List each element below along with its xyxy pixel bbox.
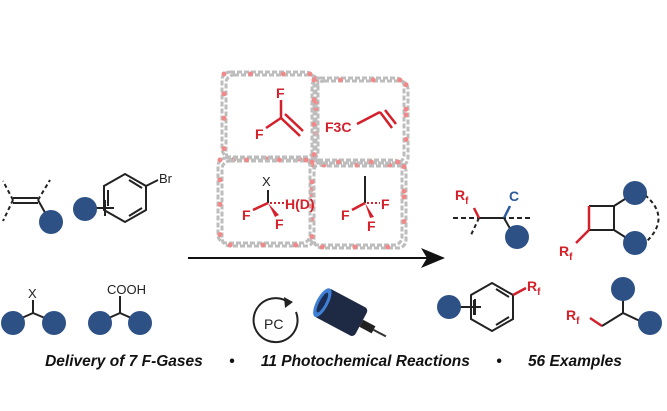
mof-node <box>217 177 223 183</box>
gas1-f1: F <box>276 85 285 101</box>
mof-node <box>336 159 342 165</box>
carboxylic-acid-reactant <box>88 296 152 335</box>
mof-node <box>280 71 286 77</box>
mof-node <box>370 77 376 83</box>
caption-separator: • <box>229 353 235 370</box>
mof-node <box>352 244 358 250</box>
product1-rf: Rf <box>455 187 469 207</box>
mof-node <box>293 242 299 248</box>
mof-node <box>309 159 315 165</box>
gas4-f2: F <box>341 207 350 223</box>
product-cyclobutane <box>575 181 660 255</box>
mof-node <box>248 71 254 77</box>
mof-node <box>221 146 227 152</box>
mof-node <box>217 232 223 238</box>
gas4-f3: F <box>367 218 376 234</box>
mof-node <box>395 159 401 165</box>
gas4-f1: F <box>381 196 390 212</box>
mof-node <box>401 219 407 224</box>
gas-trifluoropropene <box>356 109 397 129</box>
gas-vinylidene-fluoride <box>265 100 304 137</box>
gas3-h: H(D) <box>285 196 315 212</box>
mof-cell <box>220 70 316 159</box>
mof-node <box>401 164 407 170</box>
mof-node <box>311 121 317 127</box>
product-alkyl <box>589 277 662 335</box>
mof-node <box>385 244 391 250</box>
mof-node <box>221 115 227 121</box>
mof-node <box>403 112 409 118</box>
mof-node <box>307 71 313 77</box>
product-difunctionalized <box>453 205 530 249</box>
mof-cell <box>224 73 320 162</box>
mof-node <box>311 77 317 83</box>
mof-node <box>217 157 223 163</box>
bromine-label: Br <box>159 171 173 186</box>
mof-node <box>221 71 227 77</box>
caption-examples: 56 Examples <box>527 353 622 370</box>
mof-node <box>276 157 282 163</box>
mof-node <box>338 77 344 83</box>
caption-separator: • <box>496 353 502 370</box>
mof-node <box>217 201 223 207</box>
product3-rf: Rf <box>527 278 541 298</box>
gas3-f2: F <box>275 216 284 232</box>
gas3-f1: F <box>242 207 251 223</box>
gas2-label: F3C <box>325 119 351 135</box>
caption-reactions: 11 Photochemical Reactions <box>260 353 470 370</box>
mof-node <box>311 152 317 158</box>
product4-rf: Rf <box>566 307 580 327</box>
summary-caption: Delivery of 7 F-Gases • 11 Photochemical… <box>0 353 667 371</box>
mof-node <box>368 159 374 165</box>
mof-node <box>309 179 315 185</box>
alkyl-halide-reactant <box>1 300 66 335</box>
product2-rf: Rf <box>559 243 573 263</box>
mof-node <box>403 137 409 142</box>
gas-difluoromethyl <box>252 190 284 217</box>
mof-node <box>221 91 227 97</box>
photocatalyst-cycle <box>252 297 299 344</box>
mof-node <box>319 244 325 250</box>
gas-trifluoromethyl <box>351 176 380 218</box>
gas1-f2: F <box>255 126 264 142</box>
substituent-ball <box>73 197 97 221</box>
pc-label: PC <box>264 316 283 332</box>
mof-cell <box>314 79 410 168</box>
caption-gases: Delivery of 7 F-Gases <box>45 353 203 370</box>
mof-node <box>311 97 317 103</box>
mof-node <box>403 106 409 112</box>
product-arene <box>437 281 527 333</box>
mof-node <box>309 203 315 209</box>
mof-node <box>303 157 309 163</box>
gas3-x: X <box>262 174 271 189</box>
mof-node <box>397 77 403 83</box>
acid-label: COOH <box>107 282 146 297</box>
aryl-bromide-reactant <box>73 172 159 224</box>
lamp-icon <box>313 288 387 338</box>
mof-node <box>401 194 407 200</box>
alkene-reactant <box>2 179 63 234</box>
product1-carbon-label: C <box>509 188 519 204</box>
mof-node <box>403 82 409 88</box>
halide-label: X <box>28 286 37 301</box>
mof-node <box>260 242 266 248</box>
mof-node <box>401 188 407 194</box>
mof-cell <box>312 161 408 250</box>
mof-framework <box>216 70 410 250</box>
mof-node <box>309 234 315 240</box>
substituent-ball <box>39 210 63 234</box>
mof-node <box>244 157 250 163</box>
mof-node <box>227 242 233 248</box>
